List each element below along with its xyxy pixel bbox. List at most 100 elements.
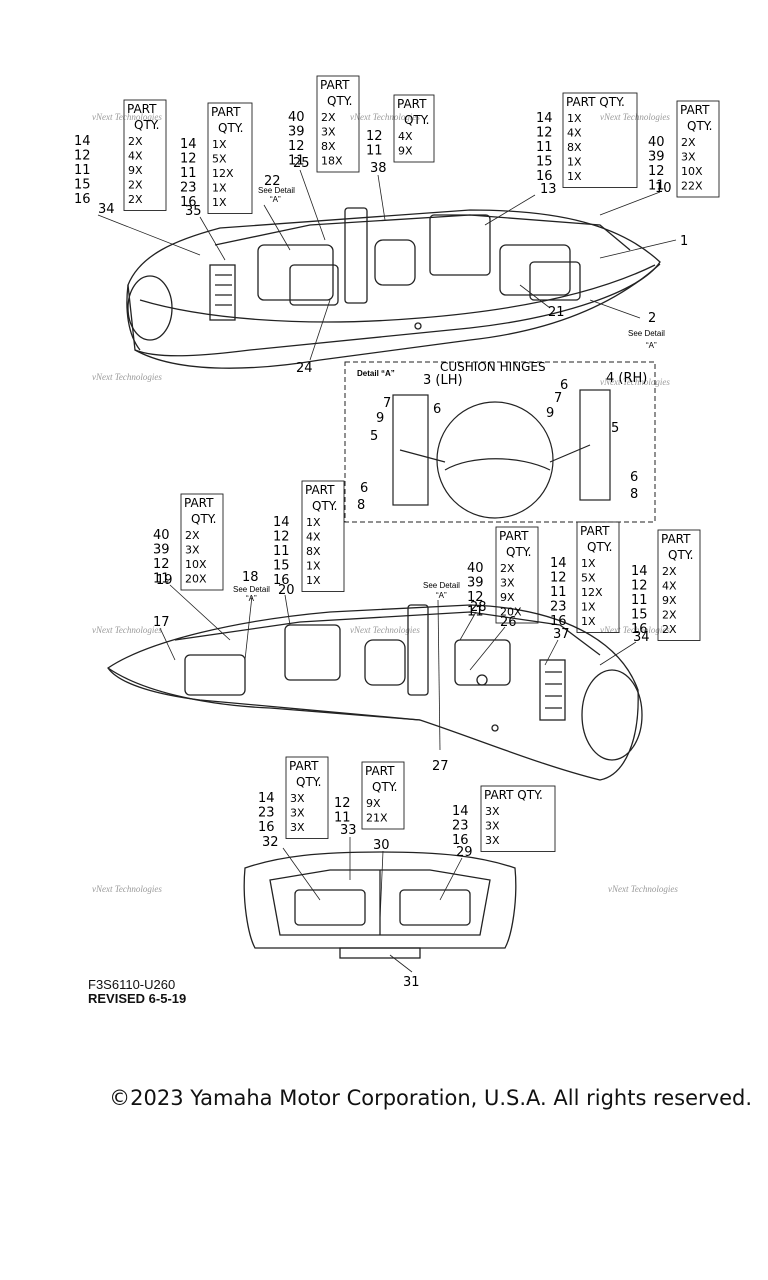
table-header: QTY. bbox=[587, 540, 613, 554]
table-border bbox=[480, 785, 556, 852]
part-qty: 1X bbox=[212, 182, 227, 195]
table-header: PART bbox=[211, 105, 241, 119]
part-qty: 8X bbox=[567, 141, 582, 154]
table-header: QTY. bbox=[134, 118, 160, 132]
part-number: 11 bbox=[288, 154, 305, 169]
boat-top-view bbox=[126, 207, 661, 369]
part-number: 12 bbox=[180, 152, 197, 167]
callout-37: 37 bbox=[553, 627, 570, 642]
part-qty: 3X bbox=[185, 544, 200, 557]
table-header: QTY. bbox=[218, 121, 244, 135]
table-header: PART bbox=[680, 103, 710, 117]
table-header: PART QTY. bbox=[484, 788, 543, 802]
part-qty: 1X bbox=[567, 112, 582, 125]
part-qty: 2X bbox=[128, 179, 143, 192]
part-code: F3S6110-U260 bbox=[88, 977, 176, 992]
table-border bbox=[576, 521, 620, 633]
callout-21: 21 bbox=[548, 305, 565, 320]
part-qty: 1X bbox=[567, 156, 582, 169]
callout-30: 30 bbox=[373, 838, 390, 853]
part-qty: 10X bbox=[681, 165, 703, 178]
table-border bbox=[301, 480, 345, 592]
table-header: PART bbox=[305, 483, 335, 497]
part-qty: 4X bbox=[128, 150, 143, 163]
table-header: PART QTY. bbox=[566, 95, 625, 109]
part-qty: 1X bbox=[306, 574, 321, 587]
table-header: QTY. bbox=[327, 94, 353, 108]
part-number: 23 bbox=[452, 819, 469, 834]
part-number: 12 bbox=[550, 571, 567, 586]
part-number: 12 bbox=[273, 530, 290, 545]
part-qty: 12X bbox=[212, 167, 234, 180]
part-qty: 2X bbox=[321, 111, 336, 124]
watermark: vNext Technologies bbox=[92, 884, 162, 894]
see-detail-note: See Detail bbox=[233, 585, 270, 594]
part-number: 40 bbox=[153, 528, 170, 543]
part-qty: 9X bbox=[366, 797, 381, 810]
see-detail-note: See Detail bbox=[258, 186, 295, 195]
part-number: 39 bbox=[648, 150, 665, 165]
callout-numbers: 34 35 22 See Detail “A” 25 38 13 10 1 2 … bbox=[98, 156, 688, 990]
callout-34: 34 bbox=[98, 202, 115, 217]
table-header: PART bbox=[320, 78, 350, 92]
part-number: 16 bbox=[180, 195, 197, 210]
revised-date: REVISED 6-5-19 bbox=[88, 991, 187, 1006]
callout-2: 2 bbox=[648, 311, 656, 326]
callout-32: 32 bbox=[262, 835, 279, 850]
part-number: 16 bbox=[631, 622, 648, 637]
table-header: PART bbox=[127, 102, 157, 116]
table-header: QTY. bbox=[404, 113, 430, 127]
table-border bbox=[393, 94, 435, 163]
copyright-notice: ©2023 Yamaha Motor Corporation, U.S.A. A… bbox=[109, 1086, 752, 1110]
callout-33: 33 bbox=[340, 823, 357, 838]
part-number: 14 bbox=[550, 556, 567, 571]
table-border bbox=[207, 102, 253, 214]
callout-6: 6 bbox=[560, 378, 568, 393]
watermark: vNext Technologies bbox=[600, 625, 670, 635]
callout-6: 6 bbox=[630, 470, 638, 485]
table-border bbox=[361, 761, 405, 830]
callout-19: 19 bbox=[156, 573, 173, 588]
callout-24: 24 bbox=[296, 361, 313, 376]
detail-a-label: Detail “A” bbox=[357, 369, 395, 378]
part-qty: 1X bbox=[581, 615, 596, 628]
part-qty: 5X bbox=[212, 153, 227, 166]
callout-25: 25 bbox=[293, 156, 310, 171]
part-qty: 2X bbox=[500, 562, 515, 575]
see-detail-note: See Detail bbox=[423, 581, 460, 590]
part-qty: 1X bbox=[306, 516, 321, 529]
watermark: vNext Technologies bbox=[600, 377, 670, 387]
callout-5: 5 bbox=[370, 429, 378, 444]
part-qty: 2X bbox=[128, 193, 143, 206]
callout-6: 6 bbox=[433, 402, 441, 417]
callout-7: 7 bbox=[383, 396, 391, 411]
part-number: 14 bbox=[273, 515, 290, 530]
part-number: 11 bbox=[180, 166, 197, 181]
table-border bbox=[657, 529, 701, 641]
callout-8: 8 bbox=[357, 498, 365, 513]
part-qty: 1X bbox=[581, 601, 596, 614]
part-number: 23 bbox=[258, 806, 275, 821]
callout-29: 29 bbox=[456, 845, 473, 860]
part-qty: 3X bbox=[321, 126, 336, 139]
part-number: 15 bbox=[536, 155, 553, 170]
part-qty: 2X bbox=[662, 565, 677, 578]
part-qty: 1X bbox=[581, 557, 596, 570]
table-border bbox=[495, 526, 539, 624]
part-number: 12 bbox=[366, 129, 383, 144]
part-qty: 2X bbox=[681, 136, 696, 149]
detail-a-ref: “A” bbox=[436, 591, 447, 600]
part-number: 14 bbox=[452, 804, 469, 819]
table-header: PART bbox=[184, 496, 214, 510]
part-qty: 3X bbox=[290, 821, 305, 834]
part-qty: 20X bbox=[185, 573, 207, 586]
watermark: vNext Technologies bbox=[608, 884, 678, 894]
part-number: 12 bbox=[288, 139, 305, 154]
part-qty: 4X bbox=[567, 127, 582, 140]
